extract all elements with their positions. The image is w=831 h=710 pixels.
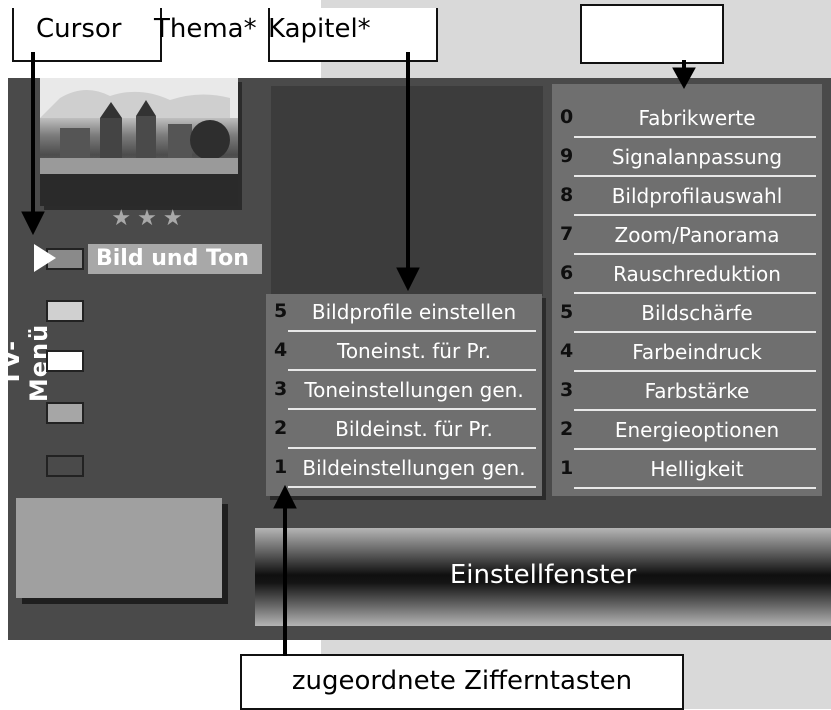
- town-picture-icon: [40, 78, 238, 206]
- topic-swatch-2[interactable]: [46, 300, 84, 322]
- settings-window-label: Einstellfenster: [449, 560, 637, 590]
- cursor-callout: [12, 8, 162, 62]
- chapter-item[interactable]: 2 Bildeinst. für Pr.: [266, 413, 542, 452]
- digit-arrowhead-icon: [273, 484, 297, 509]
- cursor-arrow-line: [31, 52, 35, 217]
- chapter-callout-label: Kapitel*: [268, 14, 371, 44]
- digit-arrow-line: [283, 500, 287, 656]
- topic-swatch-3[interactable]: [46, 350, 84, 372]
- rating-stars: ★★★: [111, 206, 189, 231]
- theme-callout-label: Thema*: [154, 14, 257, 44]
- left-preview-window: [16, 498, 222, 598]
- chapter-item[interactable]: 1 Bildeinstellungen gen.: [266, 452, 542, 491]
- option-arrow-line: [682, 60, 686, 74]
- digit-keys-callout-label: zugeordnete Zifferntasten: [291, 666, 633, 696]
- topic-swatch-4[interactable]: [46, 402, 84, 424]
- topic-thumbnail: [40, 78, 238, 206]
- settings-window: [255, 528, 831, 626]
- chapter-arrowhead-icon: [396, 267, 420, 292]
- chapter-item[interactable]: 4 Toneinst. für Pr.: [266, 335, 542, 374]
- chapter-item[interactable]: 3 Toneinstellungen gen.: [266, 374, 542, 413]
- options-callout: [580, 4, 724, 64]
- cursor-arrowhead-icon: [21, 211, 45, 236]
- option-arrowhead-icon: [672, 67, 696, 90]
- chapter-item[interactable]: 5 Bildprofile einstellen: [266, 296, 542, 335]
- topic-bild-und-ton[interactable]: Bild und Ton: [88, 244, 262, 274]
- chapter-arrow-line: [406, 52, 410, 274]
- cursor-arrow-icon: [34, 244, 56, 272]
- chapter-list: 5 Bildprofile einstellen 4 Toneinst. für…: [266, 294, 542, 496]
- topic-swatch-5[interactable]: [46, 455, 84, 477]
- cursor-callout-label: Cursor: [36, 14, 122, 44]
